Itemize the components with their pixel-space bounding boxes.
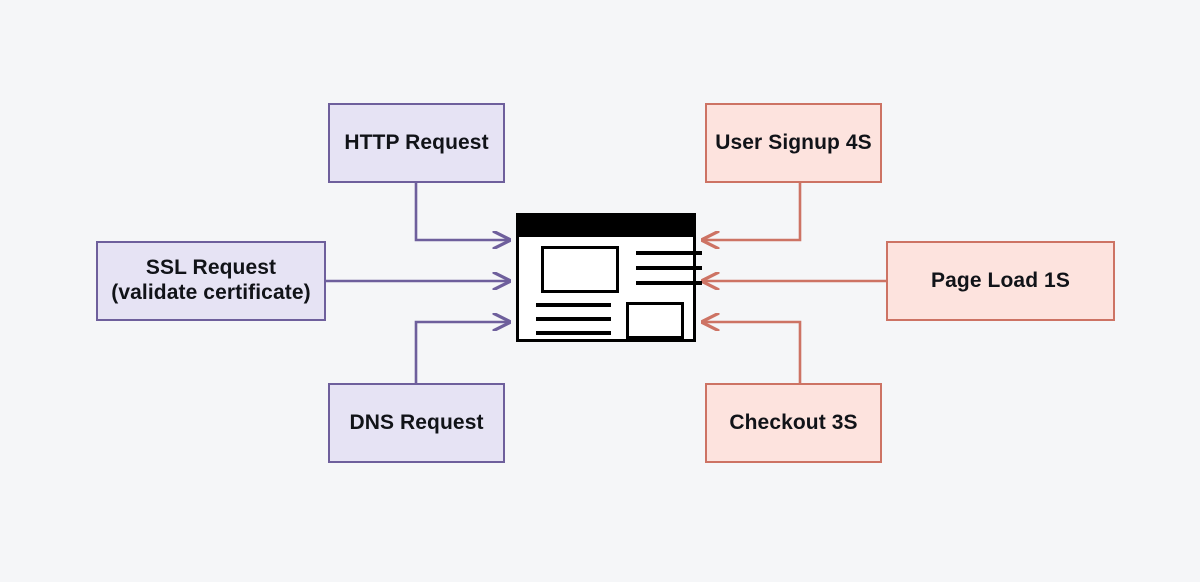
node-ssl-request[interactable]: SSL Request (validate certificate) (96, 241, 326, 321)
node-http-request[interactable]: HTTP Request (328, 103, 505, 183)
node-checkout-label: Checkout 3S (729, 410, 858, 434)
node-ssl-request-label: SSL Request (validate certificate) (111, 256, 311, 304)
node-dns-request[interactable]: DNS Request (328, 383, 505, 463)
text-line-icon (636, 266, 702, 270)
node-user-signup[interactable]: User Signup 4S (705, 103, 882, 183)
image-placeholder-top-left-icon (541, 246, 619, 293)
edge-user-signup-to-browser (703, 183, 802, 240)
text-line-icon (636, 281, 702, 285)
text-line-icon (536, 331, 611, 335)
node-page-load[interactable]: Page Load 1S (886, 241, 1115, 321)
node-http-request-label: HTTP Request (344, 130, 489, 154)
image-placeholder-bottom-right-icon (626, 302, 684, 339)
text-line-icon (536, 303, 611, 307)
node-user-signup-label: User Signup 4S (715, 130, 872, 154)
edge-checkout-to-browser (703, 322, 802, 383)
edge-http-request-to-browser (414, 183, 509, 240)
node-checkout[interactable]: Checkout 3S (705, 383, 882, 463)
node-page-load-label: Page Load 1S (931, 268, 1070, 292)
text-line-icon (536, 317, 611, 321)
browser-titlebar (519, 216, 693, 237)
node-dns-request-label: DNS Request (349, 410, 484, 434)
browser-window-mockup (516, 213, 702, 342)
edge-dns-request-to-browser (414, 322, 509, 383)
text-line-icon (636, 251, 702, 255)
